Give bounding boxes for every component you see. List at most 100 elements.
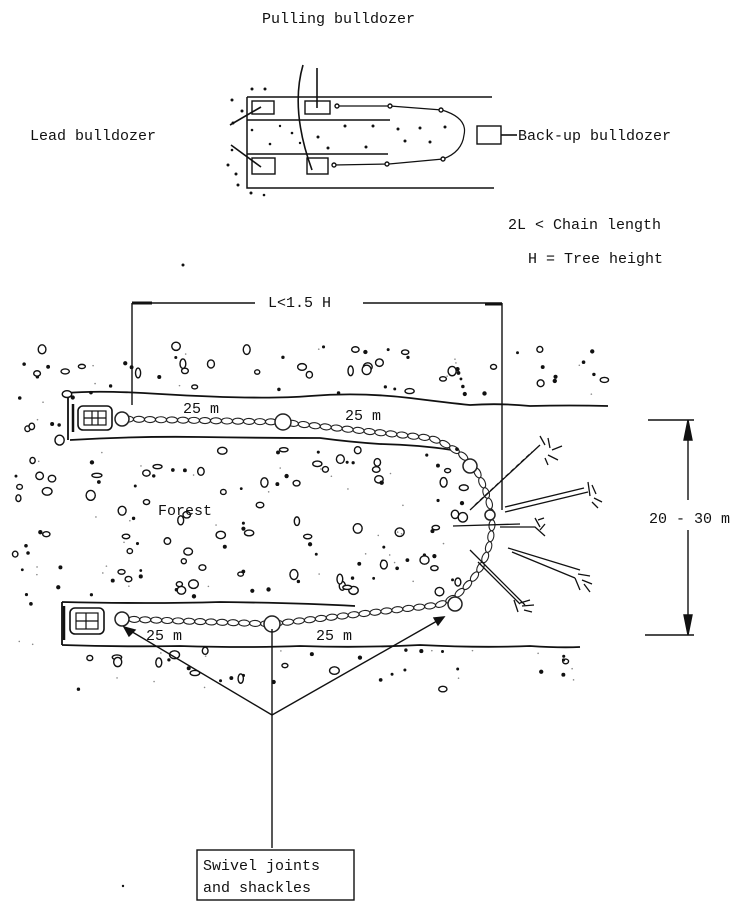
dot [403,668,407,672]
pebble [373,457,382,467]
chain-link [227,619,240,627]
dot [89,390,93,395]
speck [455,362,457,364]
pebble [155,657,163,668]
dot [123,361,128,366]
pebble [431,524,441,531]
chain-link [303,616,316,624]
lead-bulldozer-top [251,100,275,115]
dot [276,450,280,455]
chain-link [249,619,262,627]
chain-segment-bottom-right: 25 m [316,628,352,645]
chain-link [336,612,349,620]
speck [537,652,539,655]
speck [431,649,433,652]
dot [590,349,595,354]
dot [239,487,243,491]
speck [388,554,391,556]
pebble [242,344,251,356]
strip-edges [61,390,609,649]
dot [422,553,427,557]
speck [347,488,349,490]
dot [171,468,175,472]
chain-link [352,426,365,434]
dot [561,672,566,677]
width-label: 20 - 30 m [649,511,730,528]
chain-link [314,614,327,623]
chain-link [292,617,305,625]
dot [76,687,81,691]
speck [116,677,118,679]
chain-link [308,422,321,430]
dot [404,648,408,652]
dot [379,480,384,485]
lead-bulldozer-bottom-main [62,606,105,640]
chain-link [435,600,447,608]
pebble [91,472,103,479]
dot [357,561,362,566]
chain-link [330,424,343,432]
chain-link [297,420,310,429]
pebble [180,557,188,565]
chain-link [369,608,382,616]
forest-label: Forest [158,503,212,520]
pebble [447,365,457,377]
pebble [394,527,405,538]
pebble [124,575,133,583]
pebble [260,477,269,488]
dot [309,652,314,657]
dot [241,521,245,525]
dot [456,667,460,671]
chain-link [341,425,354,433]
dot [592,372,596,377]
forest-pebbles [11,341,610,693]
dot [89,593,94,597]
speck [578,364,581,367]
top-leader-lines [229,64,517,171]
speck [457,677,460,680]
lead-bulldozer-label: Lead bulldozer [30,128,156,145]
chain-length-rule: 2L < Chain length [508,217,661,234]
dot [321,345,326,349]
dot [131,516,136,521]
pebble [253,369,261,375]
pebble [28,422,36,431]
falling-trees [452,435,603,613]
top-chain-joints [331,103,446,168]
speck [396,531,399,533]
dot [451,578,454,582]
pebble [237,571,245,577]
chain-link [424,602,437,610]
pebble [347,365,354,377]
dot [229,676,234,681]
dot [138,574,143,579]
pebble [342,584,353,591]
chain-link [183,617,196,625]
dot [456,371,461,375]
pebble [121,533,131,540]
dot [561,658,566,662]
pebble [61,389,73,399]
chain-link [402,604,415,613]
chain-link [385,430,398,438]
pebble [117,568,126,575]
dot [110,578,115,583]
swivel-joint [114,611,130,627]
chain-segment-bottom-left: 25 m [146,628,182,645]
speck [280,650,282,652]
chain-link [165,416,179,424]
speck [590,393,593,395]
dot [455,447,459,451]
dot [266,587,271,592]
pebble [177,515,185,526]
dot [174,588,179,592]
speck [400,533,403,535]
pebble [328,666,340,676]
pebble [400,349,410,356]
pebble [352,522,363,534]
swivel-joint [114,411,130,427]
pebble [201,646,209,656]
chain-link [487,530,495,543]
speck [377,534,380,537]
pebble [41,530,51,538]
